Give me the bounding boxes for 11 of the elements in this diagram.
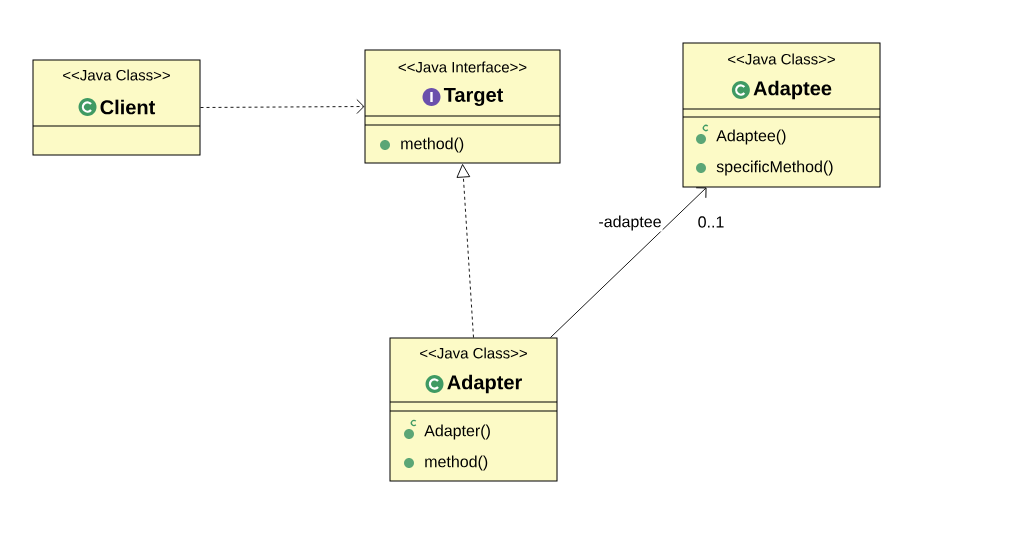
arrow bbox=[550, 187, 707, 338]
node-label: specificMethod() bbox=[716, 160, 833, 176]
edge-label: -adaptee bbox=[597, 214, 663, 232]
dashed-arrow bbox=[200, 99, 365, 114]
node-label: method() bbox=[425, 455, 488, 471]
dashed-arrow bbox=[456, 164, 474, 338]
node-label: Adapter() bbox=[424, 424, 490, 440]
multiplicity-label: 0..1 bbox=[698, 216, 724, 228]
node-label: method() bbox=[401, 137, 464, 153]
node-label: Adaptee() bbox=[716, 129, 786, 145]
class-box: <<Java Class>> Client bbox=[32, 59, 201, 156]
